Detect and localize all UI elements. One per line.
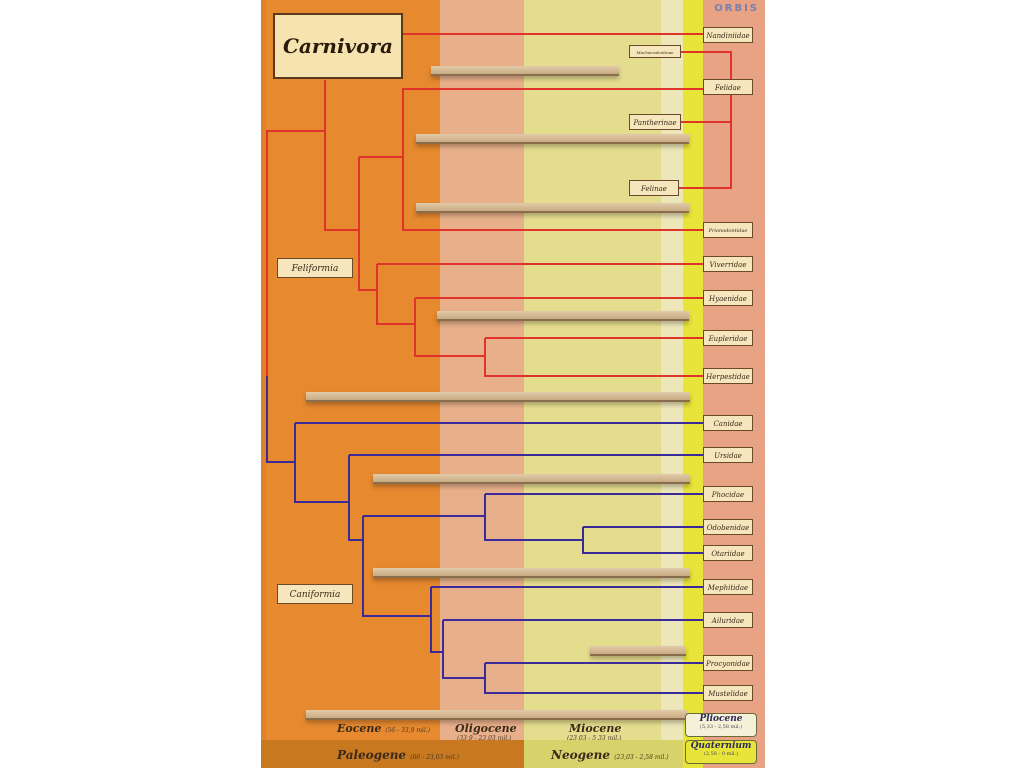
shelf bbox=[373, 568, 690, 578]
family-label-ailuridae: Ailuridae bbox=[703, 612, 753, 628]
orbis-logo: ORBIS bbox=[714, 3, 759, 14]
period-neogene: Neogene (23,03 - 2,58 mil.) bbox=[551, 748, 669, 762]
shelf bbox=[373, 474, 690, 484]
band-eocene bbox=[266, 0, 440, 768]
group-label-caniformia: Caniformia bbox=[277, 584, 353, 604]
period-paleogene: Paleogene (66 - 23,03 mil.) bbox=[337, 748, 459, 762]
epoch-miocene-range: (23,03 - 5,33 mil.) bbox=[567, 735, 622, 742]
epoch-oligocene-range: (33,9 - 23,03 mil.) bbox=[457, 735, 512, 742]
family-label-viverridae: Viverridae bbox=[703, 256, 753, 272]
quaternium-box: Quaternium (2,58 - 0 mil.) bbox=[685, 740, 757, 764]
shelf bbox=[416, 203, 689, 213]
family-label-nandiniidae: Nandiniidae bbox=[703, 27, 753, 43]
family-label-otariidae: Otariidae bbox=[703, 545, 753, 561]
quaternium-name: Quaternium bbox=[690, 741, 752, 751]
epoch-miocene: Miocene bbox=[569, 722, 621, 735]
poster-title: Carnivora bbox=[282, 34, 393, 58]
family-label-canidae: Canidae bbox=[703, 415, 753, 431]
period-paleogene-name: Paleogene bbox=[337, 748, 407, 762]
epoch-oligocene-name: Oligocene bbox=[455, 722, 517, 735]
family-label-felinae: Felinae bbox=[629, 180, 679, 196]
band-paleocene bbox=[261, 0, 266, 768]
family-label-mustelidae: Mustelidae bbox=[703, 685, 753, 701]
family-label-prionodontidae: Prionodontidae bbox=[703, 222, 753, 238]
family-label-ursidae: Ursidae bbox=[703, 447, 753, 463]
group-label-feliformia: Feliformia bbox=[277, 258, 353, 278]
shelf bbox=[437, 311, 689, 321]
phylogeny-poster: Carnivora ORBIS Feliformia Caniformia Na… bbox=[261, 0, 765, 768]
caniformia-branches bbox=[266, 376, 703, 694]
epoch-eocene-range: (56 - 33,9 mil.) bbox=[385, 727, 431, 734]
shelf bbox=[590, 646, 686, 656]
family-label-machairodontinae: Machairodontinae bbox=[629, 45, 681, 58]
shelf bbox=[416, 134, 689, 144]
period-neogene-name: Neogene bbox=[551, 748, 610, 762]
shelf bbox=[306, 710, 687, 720]
title-box: Carnivora bbox=[273, 13, 403, 79]
pliocene-box: Pliocene (5,33 - 2,58 mil.) bbox=[685, 713, 757, 737]
family-label-eupleridae: Eupleridae bbox=[703, 330, 753, 346]
shelf bbox=[306, 392, 690, 402]
epoch-miocene-name: Miocene bbox=[569, 722, 622, 735]
band-recent bbox=[703, 0, 765, 768]
family-label-odobenidae: Odobenidae bbox=[703, 519, 753, 535]
period-paleogene-range: (66 - 23,03 mil.) bbox=[410, 754, 459, 761]
phylogenetic-tree bbox=[266, 33, 732, 694]
feliformia-branches bbox=[266, 33, 732, 377]
epoch-eocene-name: Eocene bbox=[337, 722, 382, 735]
epoch-eocene: Eocene (56 - 33,9 mil.) bbox=[337, 722, 430, 735]
period-strip-neogene bbox=[524, 740, 683, 768]
pliocene-name: Pliocene bbox=[699, 714, 743, 724]
epoch-oligocene: Oligocene bbox=[455, 722, 517, 735]
family-label-phocidae: Phocidae bbox=[703, 486, 753, 502]
family-label-herpestidae: Herpestidae bbox=[703, 368, 753, 384]
period-neogene-range: (23,03 - 2,58 mil.) bbox=[614, 754, 669, 761]
period-strip-paleogene bbox=[261, 740, 524, 768]
band-oligocene bbox=[440, 0, 524, 768]
shelf bbox=[431, 66, 619, 76]
family-label-procyonidae: Procyonidae bbox=[703, 655, 753, 671]
quaternium-range: (2,58 - 0 mil.) bbox=[703, 751, 739, 757]
family-label-felidae: Felidae bbox=[703, 79, 753, 95]
pliocene-range: (5,33 - 2,58 mil.) bbox=[699, 724, 743, 730]
family-label-mephitidae: Mephitidae bbox=[703, 579, 753, 595]
family-label-pantherinae: Pantherinae bbox=[629, 114, 681, 130]
family-label-hyaenidae: Hyaenidae bbox=[703, 290, 753, 306]
